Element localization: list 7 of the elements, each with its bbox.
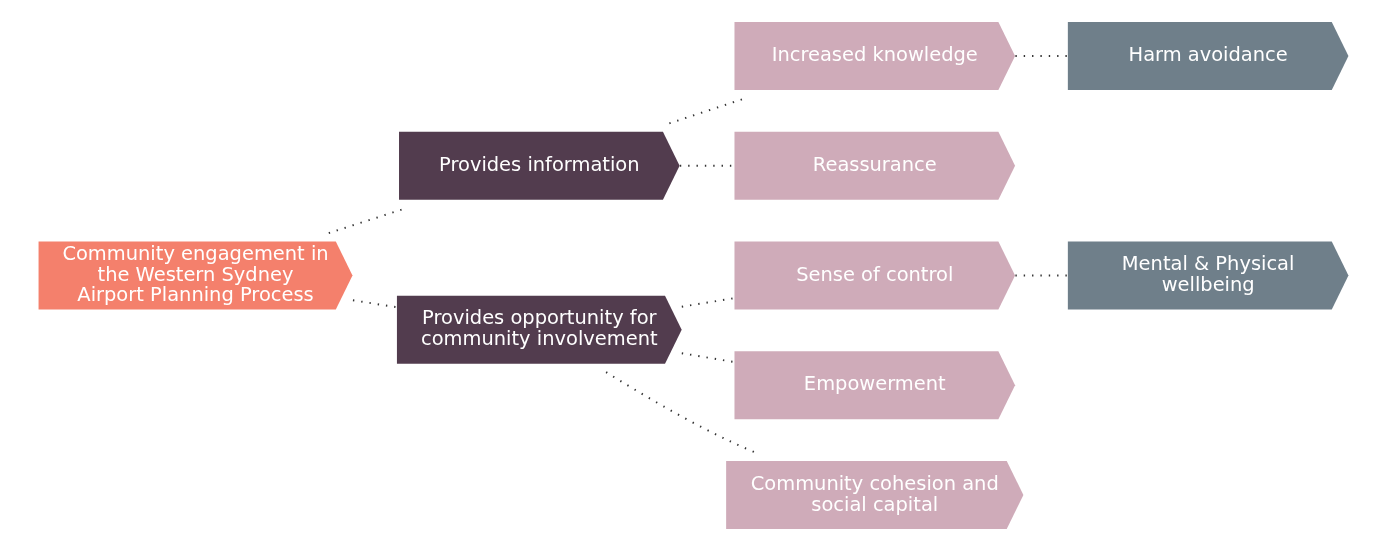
connector — [1013, 274, 1069, 277]
connector — [680, 297, 735, 308]
connector — [351, 299, 398, 309]
connector — [680, 352, 735, 363]
connector — [667, 97, 745, 125]
connector — [604, 371, 756, 454]
connector — [1013, 55, 1069, 57]
